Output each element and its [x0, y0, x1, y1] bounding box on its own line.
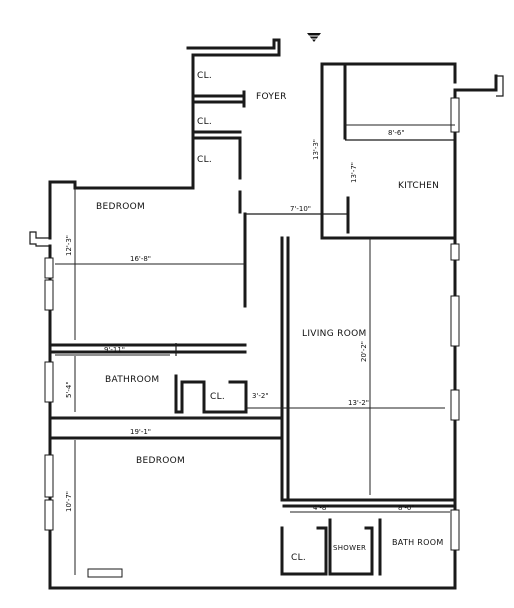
bedroom-1-depth-label: 12'-3" — [65, 235, 73, 256]
interior-walls — [48, 62, 457, 576]
shower-label: SHOWER — [333, 544, 366, 552]
bathroom-1-label: BATHROOM — [105, 375, 159, 385]
closet-1-label: CL. — [197, 71, 212, 81]
bedroom-2-label: BEDROOM — [136, 456, 185, 466]
bath-width-label: 9'-11" — [104, 346, 125, 354]
kitchen-depth-label: 13'-7" — [350, 162, 358, 183]
kitchen-label: KITCHEN — [398, 181, 439, 191]
bathroom-2-label: BATH ROOM — [392, 538, 444, 547]
foyer-label: FOYER — [256, 92, 287, 102]
closet-width-label: 4'-8" — [313, 504, 330, 512]
bath-depth-label: 5'-4" — [65, 381, 73, 398]
north-arrow-icon — [307, 33, 321, 42]
kitchen-wall-label: 13'-3" — [312, 139, 320, 160]
living-depth-label: 20'-2" — [360, 341, 368, 362]
closet-4-label: CL. — [210, 392, 225, 402]
kitchen-width-label: 8'-6" — [388, 129, 405, 137]
bedroom-2-depth-label: 10'-7" — [65, 491, 73, 512]
closet-2-label: CL. — [197, 117, 212, 127]
bedroom-2-width-label: 19'-1" — [130, 428, 151, 436]
closet-3-label: CL. — [197, 155, 212, 165]
bath-2-width-label: 8'-0" — [398, 504, 415, 512]
living-room-label: LIVING ROOM — [302, 329, 367, 339]
bedroom-1-width-label: 16'-8" — [130, 255, 151, 263]
hall-width-label: 7'-10" — [290, 205, 311, 213]
windows — [44, 97, 460, 578]
bedroom-1-label: BEDROOM — [96, 202, 145, 212]
hall-width-2-label: 3'-2" — [252, 392, 269, 400]
living-width-label: 13'-2" — [348, 399, 369, 407]
closet-5-label: CL. — [291, 553, 306, 563]
dimension-lines — [55, 124, 455, 575]
